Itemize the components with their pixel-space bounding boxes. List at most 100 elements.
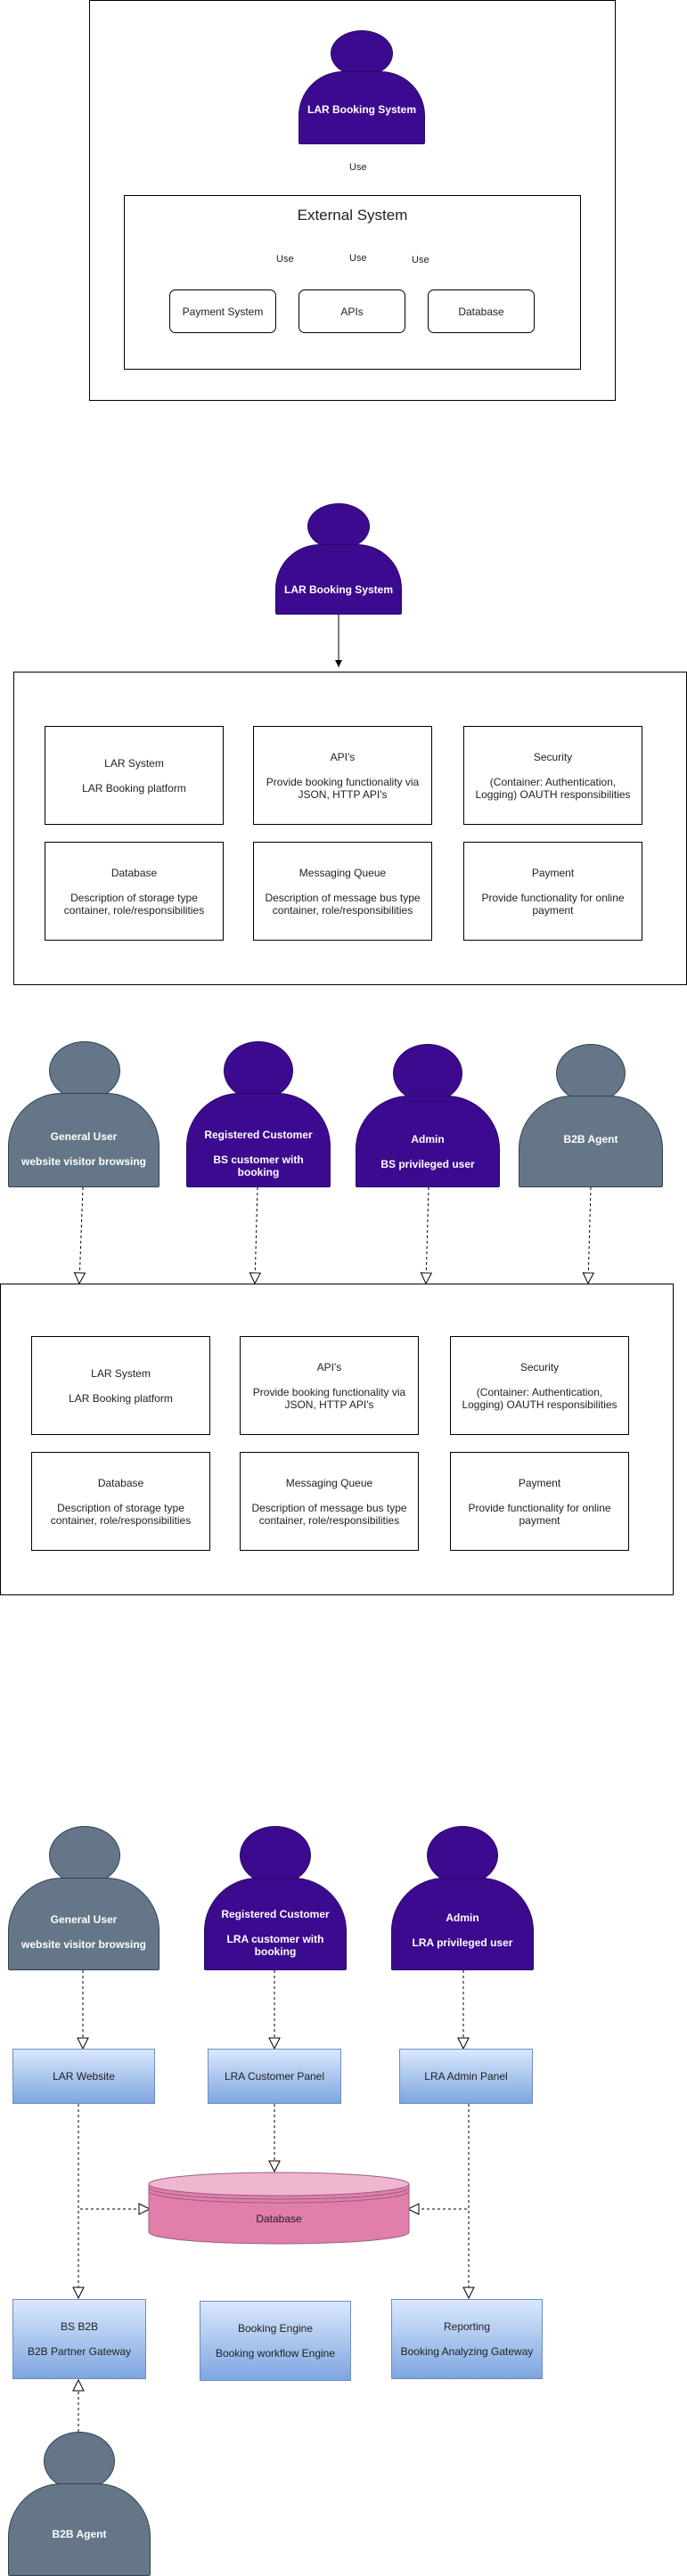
d3-card-desc: (Container: Authentication, Logging) OAU… xyxy=(462,1385,617,1411)
d4-actor-b2b-agent: B2B Agent xyxy=(8,2432,151,2576)
d3-actor-admin: Admin BS privileged user xyxy=(356,1044,500,1187)
d4-actor-head xyxy=(427,1826,498,1885)
d4-panel-label: LAR Website xyxy=(53,2070,115,2083)
d3-actor-name: Registered Customer xyxy=(204,1129,313,1141)
d3-actor-head xyxy=(224,1041,293,1100)
d1-actor-head xyxy=(331,30,393,77)
d1-external-system-frame xyxy=(124,195,581,370)
d2-card-desc: Description of message bus type containe… xyxy=(265,891,421,917)
d2-card-title: Database xyxy=(110,866,158,879)
d3-actor-head xyxy=(393,1044,462,1103)
d4-bottom-desc: Booking Analyzing Gateway xyxy=(400,2345,534,2358)
d2-card-desc: (Container: Authentication, Logging) OAU… xyxy=(475,775,631,801)
d2-card-title: LAR System xyxy=(104,756,164,770)
d4-edge-website-db xyxy=(78,2104,151,2215)
d2-actor-label: LAR Booking System xyxy=(283,583,393,596)
d3-card-security: Security (Container: Authentication, Log… xyxy=(450,1336,629,1435)
d1-actor-label: LAR Booking System xyxy=(307,103,416,116)
d3-actor-head xyxy=(556,1044,626,1103)
d4-lar-website: LAR Website xyxy=(12,2049,155,2104)
d4-actor-desc: LRA customer with booking xyxy=(226,1933,324,1958)
d3-edge-b2b xyxy=(582,1186,595,1285)
d2-actor-body xyxy=(275,544,402,615)
d4-actor-name: Registered Customer xyxy=(221,1908,330,1920)
d1-actor: LAR Booking System xyxy=(299,30,425,144)
d4-bottom-desc: B2B Partner Gateway xyxy=(27,2345,132,2358)
d4-edge-admin-db xyxy=(406,2104,470,2215)
d3-actor-name: B2B Agent xyxy=(563,1133,618,1145)
d4-bottom-title: BS B2B xyxy=(60,2320,99,2333)
d3-card-title: LAR System xyxy=(91,1366,151,1380)
d4-actor-registered-customer: Registered Customer LRA customer with bo… xyxy=(204,1826,347,1970)
d2-actor-head xyxy=(307,503,370,550)
d3-actor-name: Admin xyxy=(411,1133,445,1145)
d1-apis: APIs xyxy=(299,289,405,333)
d3-card-messaging-queue: Messaging Queue Description of message b… xyxy=(240,1452,419,1551)
d4-actor-general-user: General User website visitor browsing xyxy=(8,1826,159,1970)
d2-card-title: Security xyxy=(533,750,573,763)
d3-card-title: Messaging Queue xyxy=(285,1476,373,1489)
d3-actor-desc: website visitor browsing xyxy=(20,1155,147,1168)
d3-actor-body xyxy=(186,1093,331,1187)
d4-bottom-desc: Booking workflow Engine xyxy=(215,2347,336,2360)
d3-card-desc: LAR Booking platform xyxy=(69,1391,173,1405)
d3-card-title: Payment xyxy=(518,1476,561,1489)
d1-use-label: Use xyxy=(348,162,368,173)
d3-actor-name: General User xyxy=(50,1130,118,1143)
d3-card-title: Database xyxy=(97,1476,144,1489)
d2-card-title: Messaging Queue xyxy=(299,866,387,879)
d3-edge-general xyxy=(73,1186,86,1285)
d3-card-database: Database Description of storage type con… xyxy=(31,1452,210,1551)
d4-actor-body xyxy=(391,1878,534,1970)
d2-card-desc: Description of storage type container, r… xyxy=(63,891,205,917)
d4-panel-label: LRA Customer Panel xyxy=(224,2070,325,2083)
d3-card-desc: Provide functionality for online payment xyxy=(468,1501,611,1527)
d3-actor-body xyxy=(519,1096,663,1187)
d4-actor-head xyxy=(44,2432,115,2490)
d3-card-payment: Payment Provide functionality for online… xyxy=(450,1452,629,1551)
d1-payment-system: Payment System xyxy=(169,289,276,333)
d3-edge-registered xyxy=(249,1186,262,1285)
d4-actor-desc: website visitor browsing xyxy=(20,1938,147,1951)
d4-lra-customer-panel: LRA Customer Panel xyxy=(208,2049,341,2104)
d4-actor-admin: Admin LRA privileged user xyxy=(391,1826,534,1970)
d4-database-label: Database xyxy=(256,2213,302,2225)
d4-bottom-title: Reporting xyxy=(443,2320,491,2333)
d2-card-messaging-queue: Messaging Queue Description of message b… xyxy=(253,842,432,941)
d4-actor-body xyxy=(8,2483,151,2576)
d3-actor-body xyxy=(8,1093,159,1187)
d4-reporting: Reporting Booking Analyzing Gateway xyxy=(391,2299,543,2379)
d4-actor-name: B2B Agent xyxy=(52,2528,107,2540)
d2-card-desc: LAR Booking platform xyxy=(82,781,186,795)
d2-card-desc: Provide booking functionality via JSON, … xyxy=(266,775,420,801)
d1-actor-body xyxy=(299,71,425,144)
d3-actor-b2b-agent: B2B Agent xyxy=(519,1044,663,1187)
d4-database-cylinder xyxy=(148,2172,410,2245)
d1-edge-label-apis: Use xyxy=(348,253,368,264)
d2-card-title: API's xyxy=(330,750,356,763)
d1-external-system-title: External System xyxy=(297,207,408,224)
d2-card-desc: Provide functionality for online payment xyxy=(481,891,625,917)
d3-actor-body xyxy=(356,1096,500,1187)
d3-card-title: Security xyxy=(519,1360,560,1374)
d1-edge-label-payment: Use xyxy=(275,254,295,265)
d4-actor-name: Admin xyxy=(446,1912,479,1924)
d4-actor-body xyxy=(8,1878,159,1970)
d3-actor-head xyxy=(49,1041,120,1100)
d4-actor-head xyxy=(240,1826,311,1885)
d2-card-payment: Payment Provide functionality for online… xyxy=(463,842,642,941)
d4-bottom-title: Booking Engine xyxy=(237,2322,314,2335)
d3-card-lar-system: LAR System LAR Booking platform xyxy=(31,1336,210,1435)
d2-card-security: Security (Container: Authentication, Log… xyxy=(463,726,642,825)
d2-actor: LAR Booking System xyxy=(275,503,402,615)
d3-actor-desc: BS privileged user xyxy=(380,1158,475,1170)
d2-card-lar-system: LAR System LAR Booking platform xyxy=(45,726,224,825)
d2-card-title: Payment xyxy=(531,866,575,879)
d3-actor-registered-customer: Registered Customer BS customer with boo… xyxy=(186,1041,331,1187)
d3-card-desc: Description of storage type container, r… xyxy=(50,1501,192,1527)
d4-booking-engine: Booking Engine Booking workflow Engine xyxy=(200,2301,351,2381)
d4-bs-b2b: BS B2B B2B Partner Gateway xyxy=(12,2299,146,2379)
d4-actor-body xyxy=(204,1878,347,1970)
d1-database: Database xyxy=(428,289,535,333)
d3-card-desc: Provide booking functionality via JSON, … xyxy=(252,1385,406,1411)
